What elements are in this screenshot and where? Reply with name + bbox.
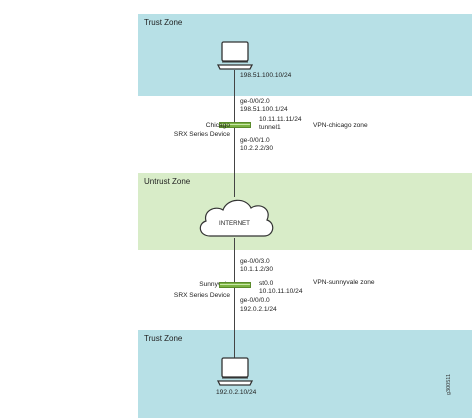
internet-label: INTERNET bbox=[219, 220, 250, 227]
chicago-tunnel-interface: tunnel1 bbox=[259, 124, 281, 131]
chicago-name: Chicago bbox=[205, 122, 230, 129]
top-host-ip: 198.51.100.10/24 bbox=[240, 72, 292, 79]
sunnyvale-untrust-interface: ge-0/0/3.0 bbox=[240, 258, 270, 265]
chicago-device-type: SRX Series Device bbox=[173, 131, 230, 138]
trust-zone-top-label: Trust Zone bbox=[144, 18, 183, 27]
chicago-trust-interface: ge-0/0/2.0 bbox=[240, 98, 270, 105]
sunnyvale-device-type: SRX Series Device bbox=[173, 292, 230, 299]
chicago-trust-ip: 198.51.100.1/24 bbox=[240, 106, 288, 113]
link-internet-sunnyvale bbox=[234, 238, 235, 283]
sunnyvale-trust-interface: ge-0/0/0.0 bbox=[240, 297, 270, 304]
link-top-host-chicago bbox=[234, 70, 235, 123]
laptop-icon bbox=[216, 357, 254, 386]
chicago-tunnel-ip: 10.11.11.11/24 bbox=[259, 116, 302, 123]
sunnyvale-name: Sunnyvale bbox=[199, 281, 230, 288]
link-chicago-internet bbox=[234, 127, 235, 197]
link-sunnyvale-bottom-host bbox=[234, 287, 235, 365]
untrust-zone-label: Untrust Zone bbox=[144, 177, 191, 186]
laptop-icon bbox=[216, 41, 254, 70]
trust-zone-top: Trust Zone bbox=[138, 14, 472, 96]
chicago-vpn-zone: VPN-chicago zone bbox=[313, 122, 368, 129]
figure-id: g300511 bbox=[446, 373, 452, 395]
cloud-icon bbox=[199, 199, 274, 237]
untrust-zone: Untrust Zone bbox=[138, 173, 472, 250]
sunnyvale-srx-device-icon bbox=[219, 282, 251, 288]
chicago-untrust-interface: ge-0/0/1.0 bbox=[240, 137, 270, 144]
bottom-host-ip: 192.0.2.10/24 bbox=[216, 389, 257, 396]
sunnyvale-untrust-ip: 10.1.1.2/30 bbox=[240, 266, 273, 273]
trust-zone-bottom-label: Trust Zone bbox=[144, 334, 183, 343]
chicago-srx-device-icon bbox=[219, 122, 251, 128]
sunnyvale-tunnel-interface: st0.0 bbox=[259, 280, 274, 287]
sunnyvale-tunnel-ip: 10.10.11.10/24 bbox=[259, 288, 303, 295]
trust-zone-bottom: Trust Zone bbox=[138, 330, 472, 418]
chicago-untrust-ip: 10.2.2.2/30 bbox=[240, 145, 273, 152]
sunnyvale-vpn-zone: VPN-sunnyvale zone bbox=[313, 279, 375, 286]
sunnyvale-trust-ip: 192.0.2.1/24 bbox=[240, 306, 277, 313]
